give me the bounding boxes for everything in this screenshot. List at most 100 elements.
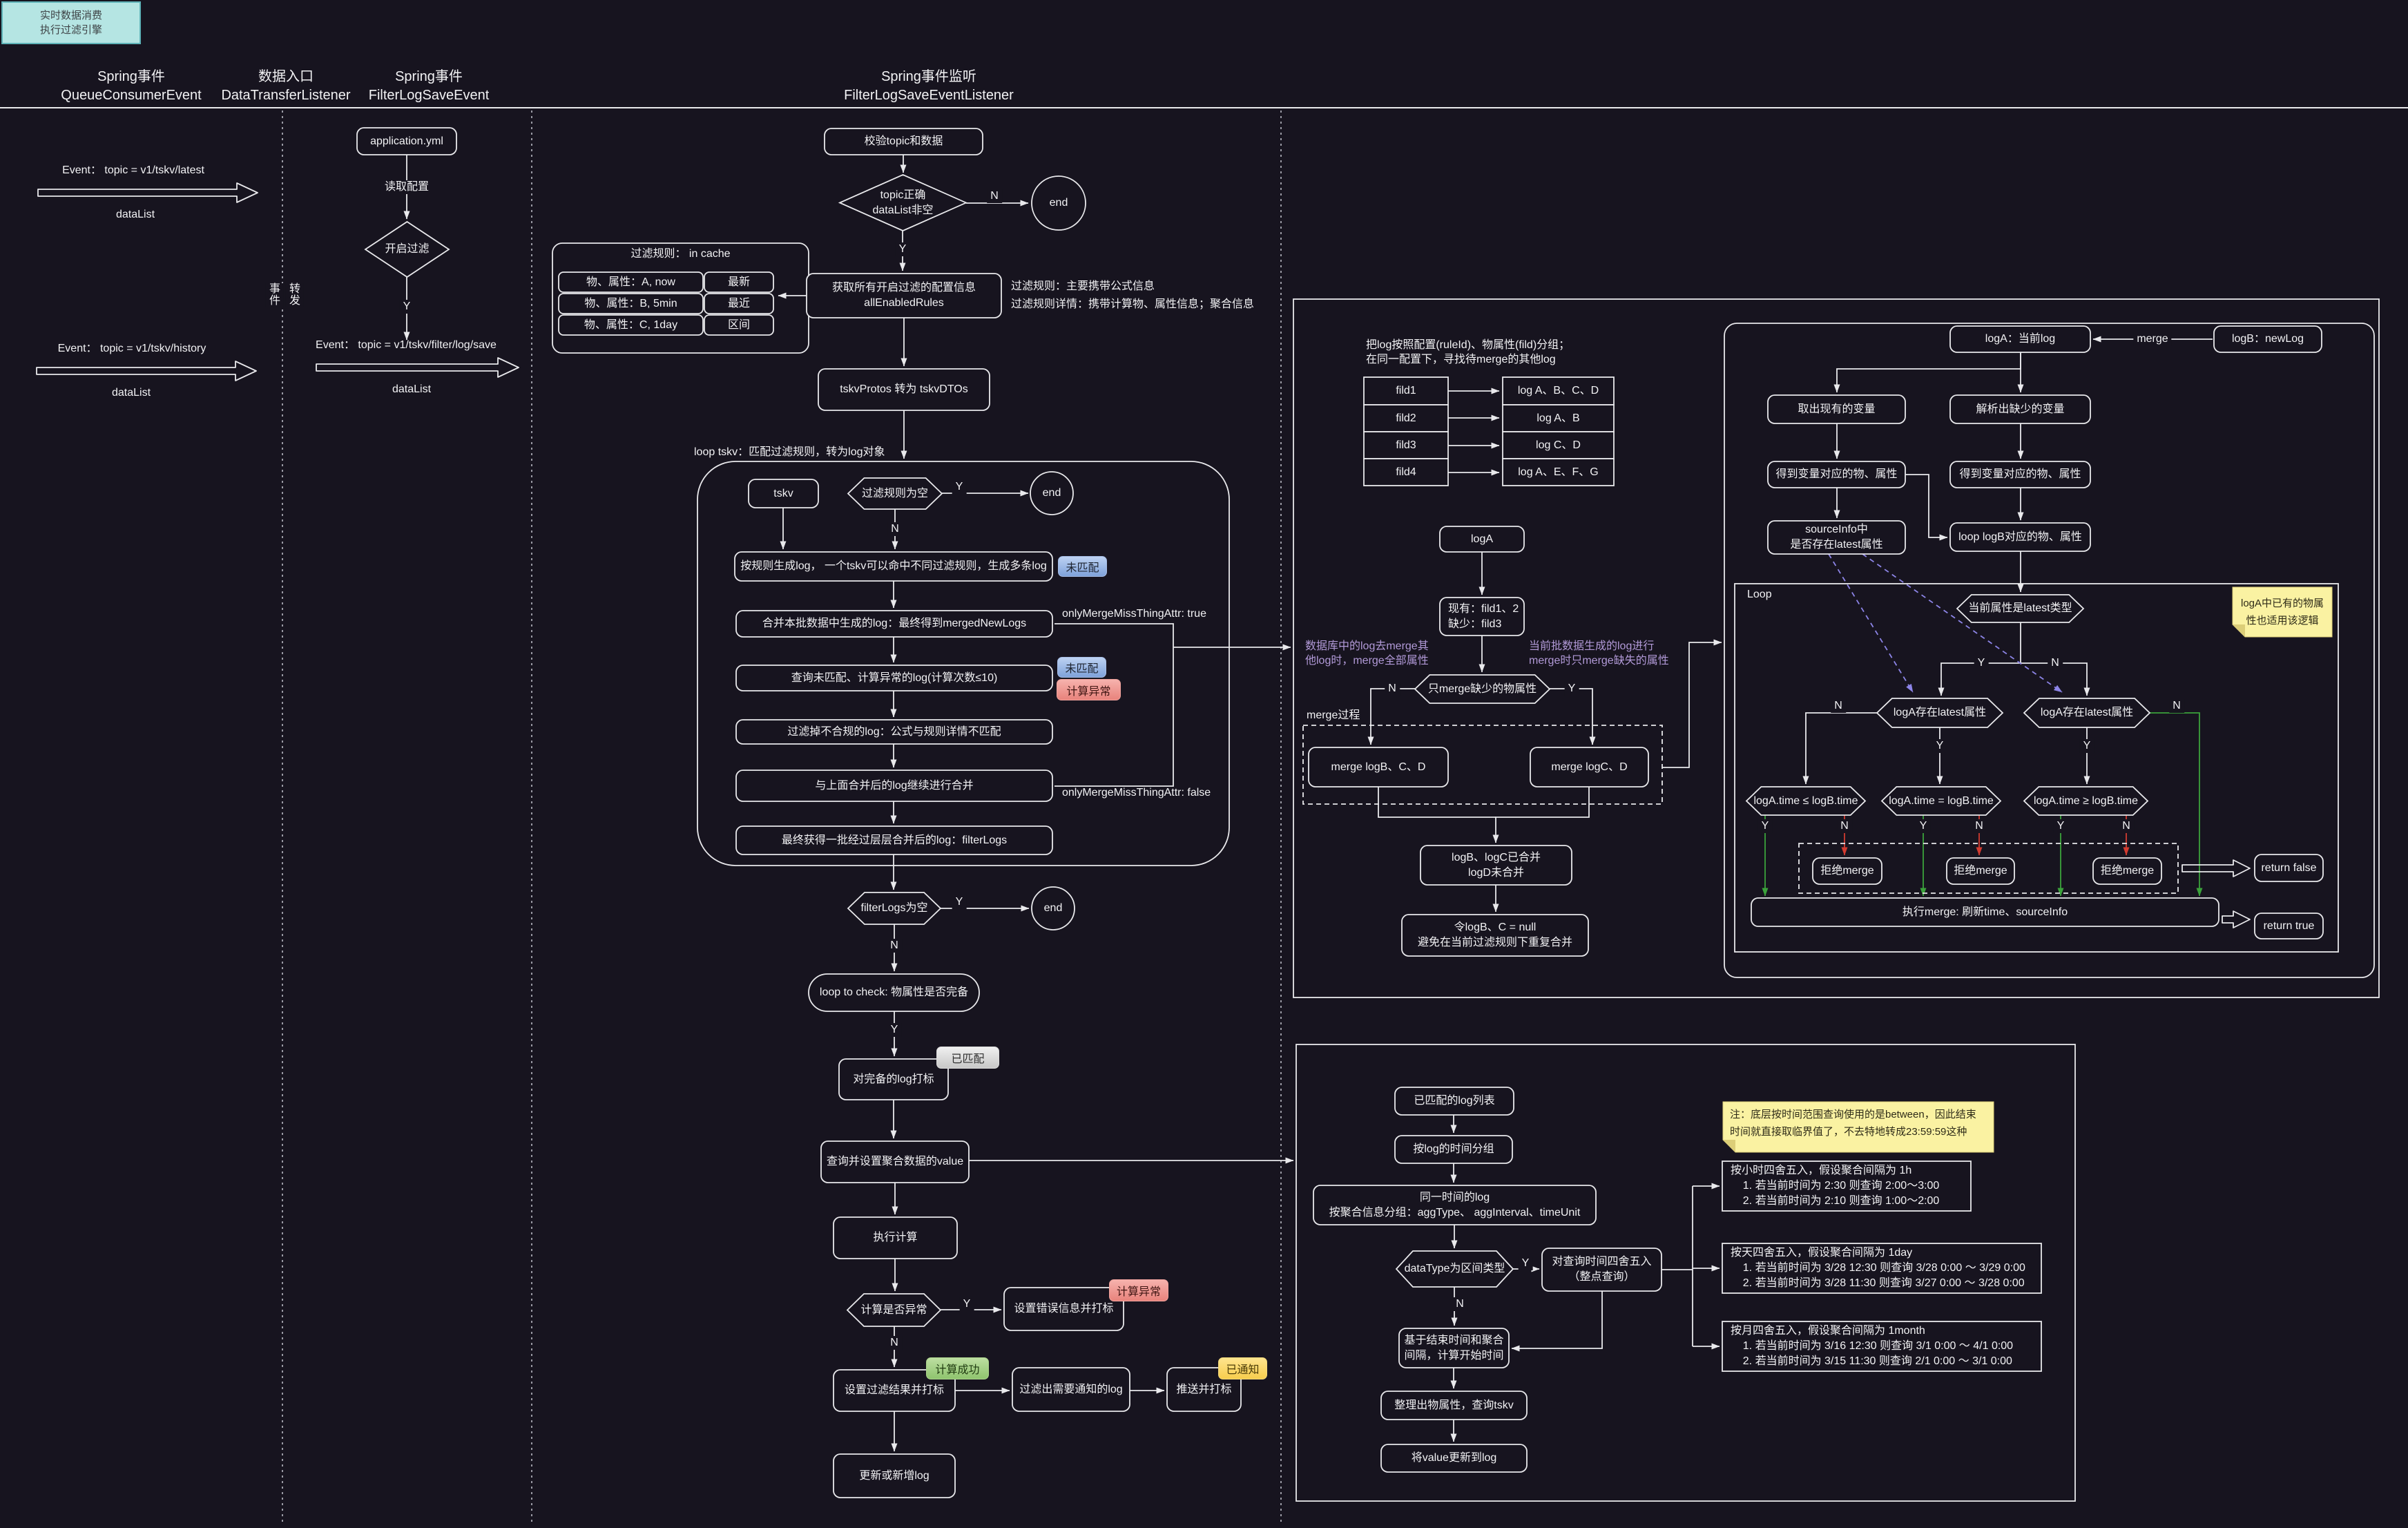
diamond-enable-filter (364, 220, 450, 278)
cache-tag-3 (704, 314, 774, 336)
filter-notify (1012, 1367, 1130, 1412)
reject-merge-3 (2092, 857, 2162, 885)
push-mark (1166, 1367, 1242, 1412)
fild-cell-3 (1363, 431, 1449, 459)
query-unmatched (735, 665, 1053, 691)
info-month (1722, 1321, 2042, 1372)
gen-log (734, 551, 1053, 582)
update-insert-log (833, 1453, 956, 1498)
loop-tskv-container (697, 461, 1230, 866)
hex-latest-type (1956, 594, 2085, 623)
log-cell-4 (1502, 458, 1615, 486)
merge-process-rect (1302, 725, 1663, 805)
hex-loga-latest-right (2023, 698, 2151, 728)
e-round-calcstart (1511, 1291, 1603, 1352)
e-latesttype-y (1938, 622, 2021, 696)
hex-time-ge (2023, 786, 2149, 816)
merge-detail-panel (1724, 323, 2375, 978)
fetch-rules (806, 273, 1002, 318)
sort-query-tskv (1380, 1391, 1528, 1420)
e-mergerect-detail (1662, 639, 1722, 768)
e-mergemiss-n (1367, 688, 1415, 745)
reject-merge-1 (1812, 857, 1882, 885)
agg-panel (1295, 1044, 2076, 1502)
exec-calc (833, 1216, 958, 1259)
note-loga-attrs-fold (2233, 624, 2245, 637)
app-yml (356, 127, 457, 155)
e-varattr-looplogb (1905, 474, 1948, 541)
round-query-time (1541, 1248, 1662, 1292)
mark-complete (838, 1058, 949, 1100)
reject-merge-2 (1946, 857, 2015, 885)
matched-log-list (1394, 1087, 1514, 1116)
log-cell-3 (1502, 431, 1615, 459)
take-existing-vars (1767, 394, 1906, 424)
hollow-arrow-return-true (2222, 910, 2251, 928)
set-null-box (1401, 914, 1589, 957)
var-attr-right (1949, 461, 2091, 488)
note-loga-attrs (2232, 586, 2333, 638)
exec-merge-bar (1751, 897, 2219, 927)
hex-filterlogs-empty (847, 892, 942, 925)
have-miss-box (1439, 597, 1525, 636)
set-result-mark (833, 1369, 956, 1412)
event-arrow-latest (37, 182, 258, 203)
fild-cell-1 (1363, 376, 1449, 405)
fild-cell-2 (1363, 404, 1449, 432)
cache-row-1 (558, 271, 704, 293)
hex-time-le (1745, 786, 1867, 816)
e-mergebcd-join (1378, 787, 1496, 818)
reject-rect (1798, 843, 2179, 894)
merge-cd (1530, 747, 1649, 787)
cache-tag-2 (704, 293, 774, 314)
merge-panel (1293, 298, 2380, 998)
var-attr-left (1767, 461, 1906, 488)
e-latesttype-n (2021, 662, 2090, 696)
hex-time-eq (1880, 786, 2002, 816)
loop-check-pill (808, 973, 980, 1012)
e-mergecd-merged (1492, 787, 1590, 843)
e-sourceinfo-dash-l (1828, 553, 1914, 693)
diamond-topic-ok (838, 174, 968, 231)
merge-batch (735, 610, 1053, 638)
logb-new (2213, 325, 2322, 353)
event-arrow-history (36, 361, 257, 381)
validate-topic (824, 128, 983, 155)
sourceinfo-box (1767, 520, 1906, 555)
log-cell-1 (1502, 376, 1615, 405)
group-by-agg (1313, 1185, 1597, 1225)
parse-missing-vars (1949, 394, 2091, 424)
loop-rect (1734, 583, 2339, 953)
hex-datatype-interval (1395, 1250, 1514, 1288)
note-between (1722, 1101, 1994, 1153)
log-cell-2 (1502, 404, 1615, 432)
e-loga-take (1833, 352, 2021, 393)
hex-calc-abnormal (846, 1293, 942, 1327)
note-between-fold (1723, 1140, 1735, 1152)
end-2 (1030, 471, 1074, 515)
loga-box (1439, 526, 1525, 553)
end-3 (1031, 886, 1075, 930)
set-error-mark (1003, 1287, 1124, 1331)
info-day (1722, 1243, 2042, 1294)
cache-row-3 (558, 314, 704, 336)
loga-current (1949, 325, 2091, 353)
e-merge-bracket (1054, 623, 1174, 787)
cache-row-2 (558, 293, 704, 314)
loop-logb-box (1949, 522, 2091, 552)
hex-rules-empty (847, 477, 943, 510)
hollow-arrow-return-false (2181, 859, 2251, 877)
diagram-title: 实时数据消费 执行过滤引擎 (1, 1, 141, 44)
merge-bcd (1308, 747, 1449, 787)
end-1 (1031, 175, 1086, 231)
e-logalatest-l-n (1802, 712, 1877, 785)
cache-tag-1 (704, 271, 774, 293)
tskv-box (748, 479, 819, 508)
hex-loga-latest-left (1876, 698, 2004, 728)
e-sourceinfo-dash-r (1862, 553, 2063, 693)
event-arrow-save (316, 357, 519, 378)
info-hour (1722, 1161, 1972, 1212)
return-false (2254, 854, 2324, 882)
merged-state (1420, 845, 1572, 886)
